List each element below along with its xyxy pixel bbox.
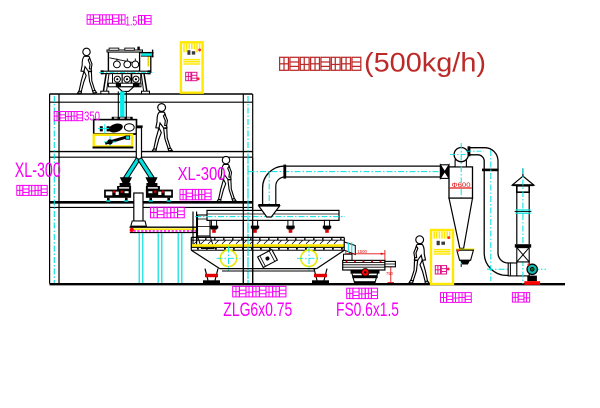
svg-text:ZLG6x0.75: ZLG6x0.75 — [223, 299, 292, 321]
svg-text:XL-300: XL-300 — [178, 163, 226, 184]
svg-text:Φ600: Φ600 — [452, 183, 472, 189]
svg-text:350: 350 — [84, 110, 100, 124]
svg-text:XL-300: XL-300 — [15, 159, 61, 182]
svg-text:(500kg/h): (500kg/h) — [364, 48, 486, 78]
svg-text:1.5: 1.5 — [125, 14, 137, 29]
svg-text:1500: 1500 — [357, 249, 367, 255]
svg-text:FS0.6x1.5: FS0.6x1.5 — [336, 299, 399, 321]
svg-text:750: 750 — [386, 271, 393, 276]
